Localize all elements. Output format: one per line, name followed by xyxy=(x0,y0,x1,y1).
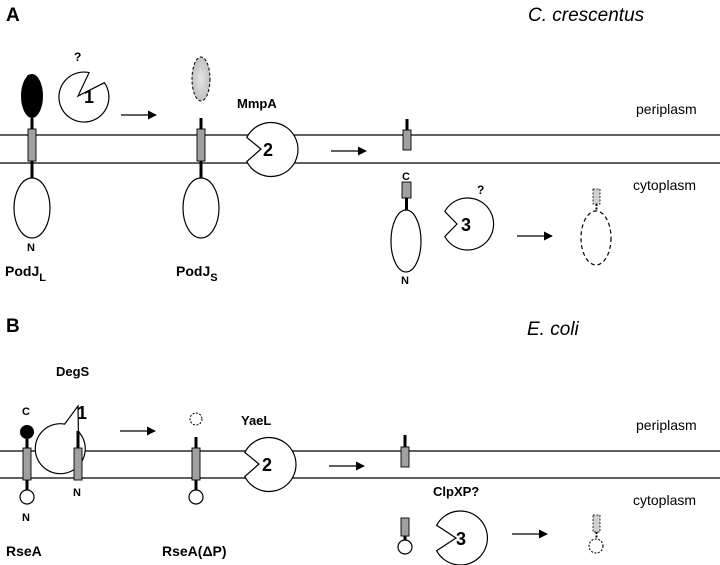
cytoplasmic-fragment-b xyxy=(397,517,413,555)
rsea-periplasmic-domain xyxy=(20,425,34,439)
protease-3-name-b: ClpXP? xyxy=(433,484,479,499)
released-periplasmic-fragment-b xyxy=(189,412,203,426)
protease-1-pacman-a: 1 ? xyxy=(58,50,110,123)
fragment-n-terminus-a: N xyxy=(401,275,409,287)
panel-b-organism: E. coli xyxy=(527,319,580,340)
podj-l-protein: C N PodJL xyxy=(5,73,51,284)
rsea-dp-label: RseA(ΔP) xyxy=(162,543,227,559)
rsea-dp-cytoplasmic-domain xyxy=(188,489,204,505)
protease-2-name-b: YaeL xyxy=(241,413,271,428)
podj-s-protein: PodJS xyxy=(176,118,220,284)
podj-l-c-terminus: C xyxy=(26,73,34,85)
protease-3-number-b: 3 xyxy=(456,529,466,549)
podj-s-label: PodJS xyxy=(176,263,218,284)
rsea-cytoplasmic-domain xyxy=(19,489,35,505)
panel-a-label: A xyxy=(6,5,20,26)
rsea-dp-transmembrane-segment xyxy=(191,447,201,481)
protease-3-number-a: 3 xyxy=(461,215,471,235)
clpxp-protease: ClpXP? 3 xyxy=(433,484,489,565)
remaining-tm-stub-a xyxy=(402,129,412,151)
cytoplasmic-fragment-domain-a xyxy=(390,209,422,273)
panel-b: B E. coli periplasm cytoplasm C N RseA D… xyxy=(0,316,720,565)
released-periplasmic-fragment-a xyxy=(191,56,211,102)
panel-a-periplasm-label: periplasm xyxy=(636,101,697,117)
protease-1-query-a: ? xyxy=(74,50,81,64)
podj-l-cytoplasmic-domain xyxy=(13,177,51,239)
rsea-dp-protein: RseA(ΔP) xyxy=(162,437,227,559)
panel-a-organism: C. crescentus xyxy=(528,5,645,26)
panel-b-label: B xyxy=(6,316,20,337)
podj-s-cytoplasmic-domain xyxy=(182,177,220,239)
degraded-fragment-b xyxy=(588,514,604,554)
degs-protease: DegS 1 N xyxy=(34,364,90,499)
protease-2-number-a: 2 xyxy=(263,140,273,160)
degs-transmembrane-segment xyxy=(73,447,83,481)
rsea-protein: C N RseA xyxy=(6,406,42,559)
panel-a-cytoplasm-label: cytoplasm xyxy=(633,177,696,193)
protease-2-pacman-a: MmpA 2 xyxy=(237,96,299,178)
rsea-label: RseA xyxy=(6,543,42,559)
rsea-transmembrane-segment xyxy=(22,447,32,481)
panel-b-periplasm-label: periplasm xyxy=(636,417,697,433)
yael-protease: YaeL 2 xyxy=(241,413,297,493)
rsea-c-terminus: C xyxy=(22,406,30,418)
degraded-fragment-a xyxy=(580,188,612,266)
podj-l-transmembrane-segment xyxy=(27,128,37,162)
protease-2-number-b: 2 xyxy=(262,455,272,475)
panel-a: A C. crescentus periplasm cytoplasm C N … xyxy=(0,5,720,287)
degs-n-terminus: N xyxy=(73,487,81,499)
panel-b-cytoplasm-label: cytoplasm xyxy=(633,492,696,508)
protease-3-pacman-a: 3 ? xyxy=(444,183,495,251)
podj-s-transmembrane-segment xyxy=(196,128,206,162)
podj-l-label: PodJL xyxy=(5,263,46,284)
podj-l-periplasmic-domain xyxy=(21,74,43,118)
protease-1-number-b: 1 xyxy=(77,403,87,423)
protease-3-query-a: ? xyxy=(477,183,484,197)
protease-1-name-b: DegS xyxy=(56,364,90,379)
podj-l-n-terminus: N xyxy=(27,242,35,254)
protease-1-number-a: 1 xyxy=(84,87,94,107)
remaining-tm-stub-b xyxy=(400,446,410,468)
fragment-c-terminus-a: C xyxy=(402,171,410,183)
rsea-n-terminus: N xyxy=(22,512,30,524)
protease-2-name-a: MmpA xyxy=(237,96,277,111)
cytoplasmic-fragment-a: C N xyxy=(390,171,422,287)
